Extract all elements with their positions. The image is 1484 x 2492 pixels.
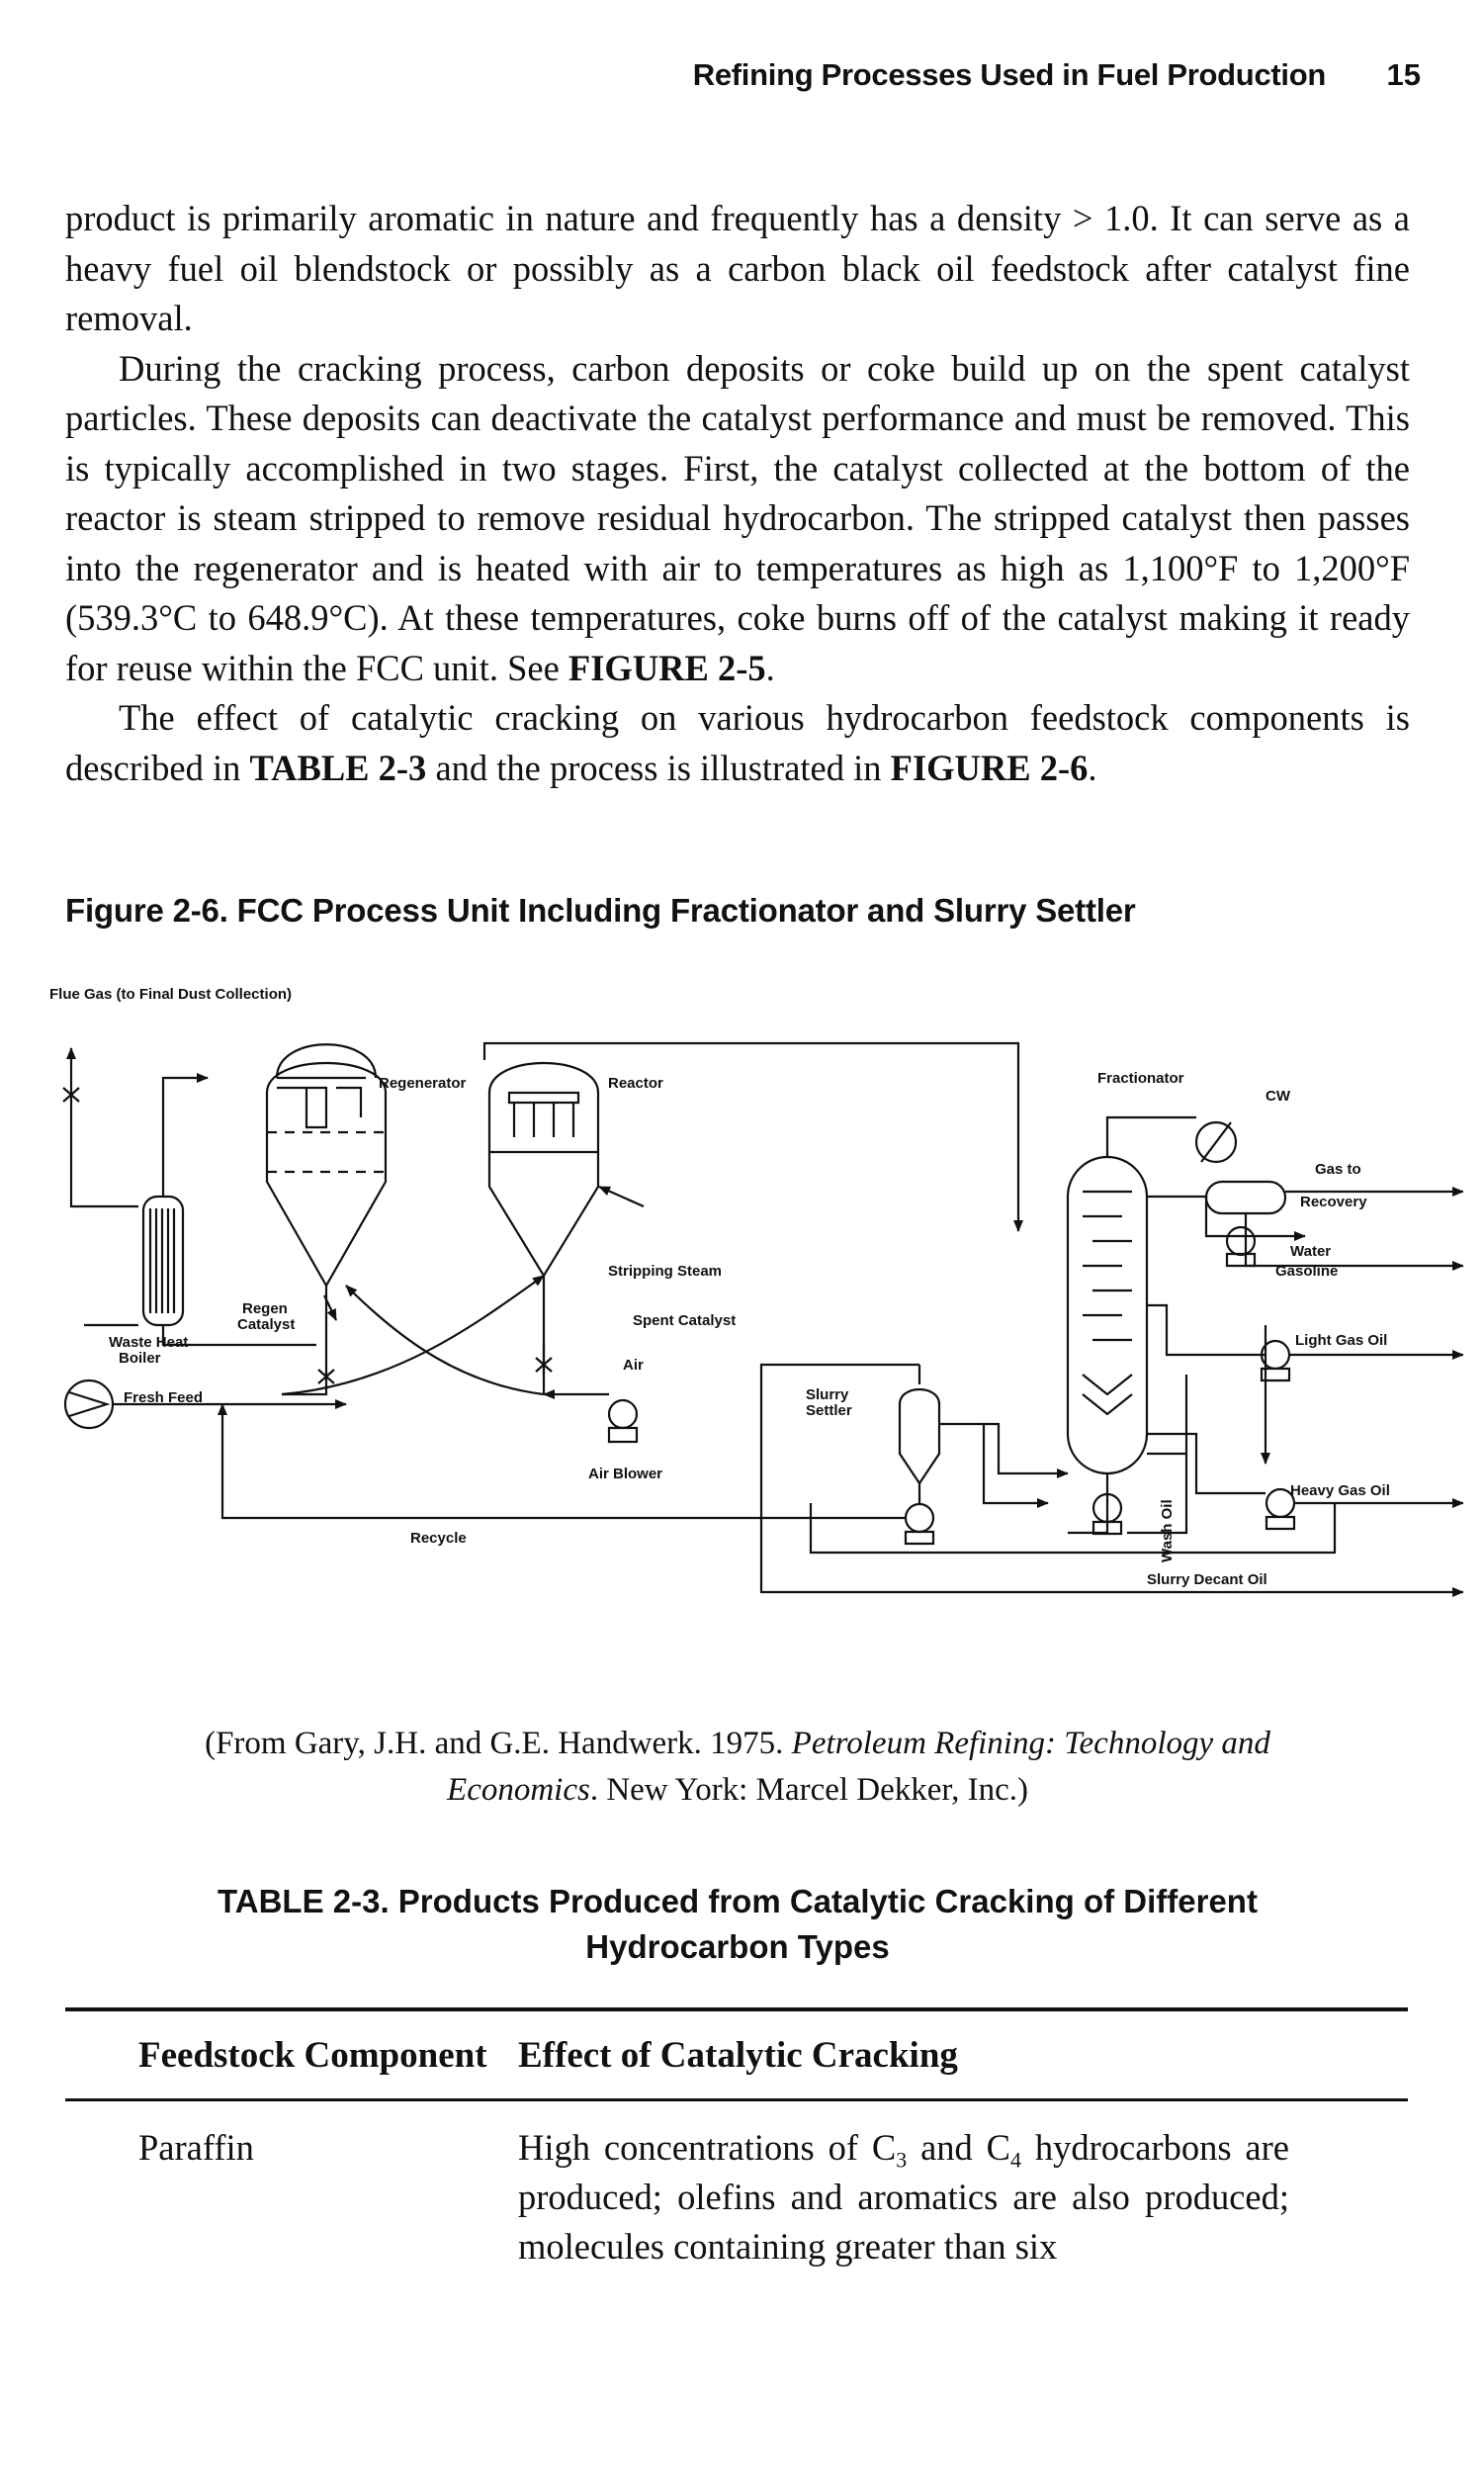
label-gasoline: Gasoline [1275,1263,1338,1280]
figure-source: (From Gary, J.H. and G.E. Handwerk. 1975… [65,1721,1410,1814]
source-title-1: Petroleum Refining: Technology and [791,1726,1270,1761]
fresh-feed-pump [63,1379,347,1430]
bottoms-pump [1091,1375,1188,1536]
label-slurry: Slurry [806,1386,849,1403]
label-flue-gas: Flue Gas (to Final Dust Collection) [49,986,292,1003]
running-head-title: Refining Processes Used in Fuel Producti… [692,57,1327,92]
fractionator [1066,1115,1306,1535]
cell-effect-sub-2: 4 [1010,2147,1021,2173]
source-text-b: . New York: Marcel Dekker, Inc.) [589,1772,1028,1808]
header-feedstock-component: Feedstock Component [138,2034,487,2076]
label-light-gas-oil: Light Gas Oil [1295,1332,1387,1349]
table-caption-line-2: Hydrocarbon Types [585,1928,890,1965]
label-slurry-decant-oil: Slurry Decant Oil [1147,1571,1267,1588]
figure-reference: FIGURE 2-5 [567,647,766,688]
label-wash-oil: Wash Oil [1159,1499,1176,1562]
label-regenerator: Regenerator [379,1075,467,1092]
running-head: Refining Processes Used in Fuel Producti… [0,57,1484,97]
light-gas-oil-pump [1260,1339,1463,1382]
cell-effect-c: hydrocarbons are produced; olefins and a… [518,2126,1289,2267]
figure-reference-2: FIGURE 2-6 [890,747,1089,788]
heavy-gas-oil-pump [809,1325,1463,1555]
flue-gas-line [62,1047,138,1208]
table-caption-line-1: TABLE 2-3. Products Produced from Cataly… [218,1883,1258,1919]
label-reactor: Reactor [608,1075,663,1092]
regenerator-vessel [265,1043,388,1396]
table-header-rule [65,2098,1408,2101]
paragraph-2-text: During the cracking process, carbon depo… [65,347,1410,688]
label-settler: Settler [806,1402,852,1419]
label-catalyst: Catalyst [237,1316,295,1333]
header-effect: Effect of Catalytic Cracking [518,2034,958,2076]
label-cw: CW [1266,1088,1291,1105]
label-spent-catalyst: Spent Catalyst [633,1312,736,1329]
paragraph-1: product is primarily aromatic in nature … [65,198,1410,338]
slurry-settler [759,1363,1463,1592]
source-title-2: Economics [447,1772,590,1808]
page-number: 15 [1386,57,1421,92]
cell-effect-a: High concentrations of C [518,2126,897,2168]
table-row: Paraffin High concentrations of C3 and C… [65,2123,1408,2271]
recycle-line [218,1403,906,1520]
label-air-blower: Air Blower [588,1466,662,1482]
air-blower [542,1345,639,1444]
table-header-row: Feedstock Component Effect of Catalytic … [65,2011,1408,2098]
label-fractionator: Fractionator [1097,1070,1184,1087]
cell-effect-sub-1: 3 [896,2147,908,2173]
label-recycle: Recycle [410,1530,467,1547]
label-regen: Regen [242,1300,288,1317]
label-fresh-feed: Fresh Feed [124,1389,203,1406]
label-air: Air [623,1357,644,1374]
cell-effect: High concentrations of C3 and C4 hydroca… [518,2123,1289,2271]
paragraph-3-text-a: The effect of catalytic cracking on vari… [65,697,1410,788]
table-caption: TABLE 2-3. Products Produced from Cataly… [65,1879,1410,1970]
paragraph-3-end: . [1088,747,1097,788]
label-water: Water [1290,1243,1331,1260]
label-heavy-gas-oil: Heavy Gas Oil [1290,1482,1390,1499]
overhead-system [1167,1115,1463,1271]
paragraph-3: The effect of catalytic cracking on vari… [65,693,1410,793]
cell-component: Paraffin [138,2126,254,2168]
figure-caption: Figure 2-6. FCC Process Unit Including F… [65,892,1136,929]
reactor-vessel [482,1041,1023,1375]
body-text: product is primarily aromatic in nature … [65,194,1410,793]
paragraph-2: During the cracking process, carbon depo… [65,344,1410,694]
source-text-a: (From Gary, J.H. and G.E. Handwerk. 1975… [205,1726,792,1761]
cell-effect-b: and C [907,2126,1011,2168]
label-waste-heat: Waste Heat [109,1334,188,1351]
riser-lines [281,1275,545,1396]
label-recovery: Recovery [1300,1194,1367,1210]
table-reference: TABLE 2-3 [249,747,427,788]
label-gas-to: Gas to [1315,1161,1361,1178]
paragraph-3-text-b: and the process is illustrated in [426,747,891,788]
paragraph-2-end: . [765,647,775,688]
table-top-rule [65,2007,1408,2011]
products-table: Feedstock Component Effect of Catalytic … [65,2007,1408,2271]
waste-heat-boiler [84,1073,316,1347]
label-boiler: Boiler [119,1350,161,1367]
fcc-process-diagram: Flue Gas (to Final Dust Collection) Rege… [49,986,1463,1691]
label-stripping-steam: Stripping Steam [608,1263,722,1280]
